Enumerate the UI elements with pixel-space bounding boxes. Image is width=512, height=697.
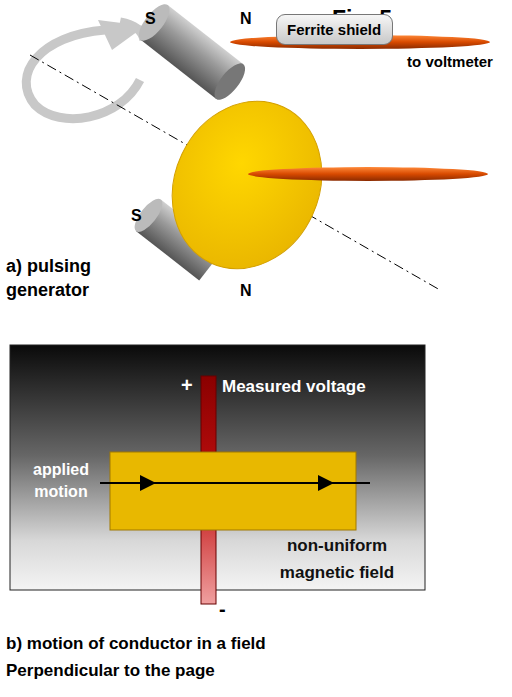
pole-label: S: [145, 10, 156, 28]
pole-label: S: [131, 207, 142, 225]
shield-box: Ferrite shield: [276, 14, 393, 45]
pole-label: N: [240, 282, 252, 300]
polarity-sign: +: [181, 374, 193, 397]
part-caption: a) pulsing generator: [6, 254, 121, 302]
motion-label: applied motion: [16, 459, 106, 503]
polarity-sign: -: [219, 598, 226, 621]
pole-label: N: [240, 10, 252, 28]
shield-label: Ferrite shield: [287, 21, 381, 38]
part-caption: b) motion of conductor in a field Perpen…: [6, 630, 336, 684]
field-label: non-uniform magnetic field: [262, 532, 412, 586]
output-label: to voltmeter: [400, 50, 500, 74]
voltage-label: Measured voltage: [222, 377, 366, 397]
